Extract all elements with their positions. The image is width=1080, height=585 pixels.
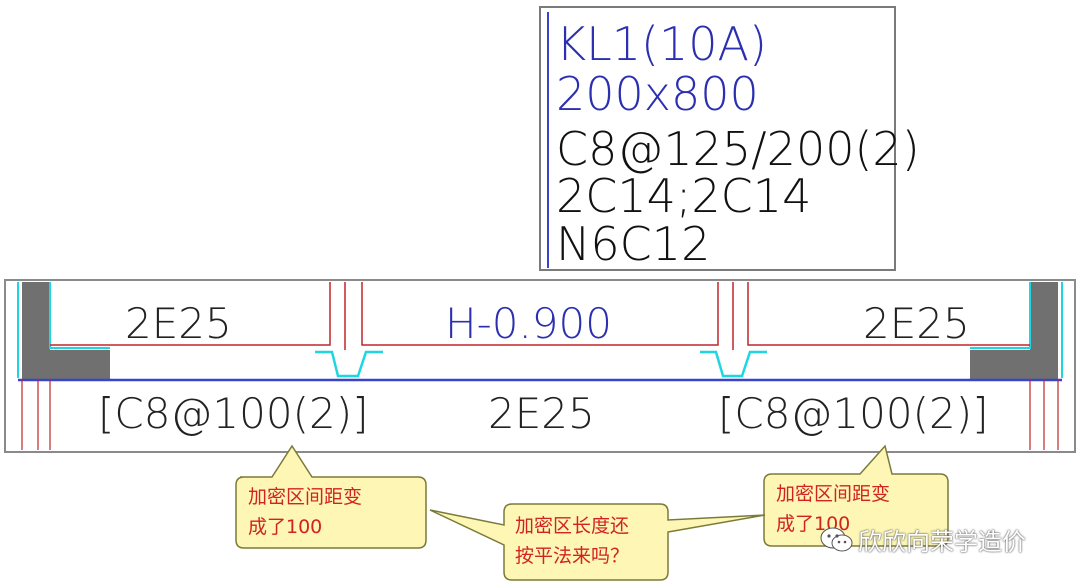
slab-right-segment xyxy=(747,282,1030,346)
annotation-line-4: 2C14;2C14 xyxy=(556,169,811,223)
center-callout xyxy=(429,503,766,581)
slab-left-segment xyxy=(50,282,331,346)
right-callout-bubble xyxy=(763,444,949,547)
beam-elevation-drawing: 2E25 H-0.900 2E25 [C8@100(2)] 2E25 [C8@1… xyxy=(4,279,1076,453)
right-column-outline xyxy=(970,282,1031,349)
center-callout-bubble xyxy=(429,503,766,581)
right-column-foot xyxy=(970,350,1058,380)
left-callout-text-1: 加密区间距变 xyxy=(248,486,363,508)
annotation-box-frame xyxy=(539,6,896,271)
right-callout xyxy=(763,444,949,547)
top-left-rebar-label: 2E25 xyxy=(125,299,232,348)
left-callout-text-2: 成了100 xyxy=(248,516,323,538)
elevation-label: H-0.900 xyxy=(445,299,612,348)
beam-annotation-box: KL1(10A) 200x800 C8@125/200(2) 2C14;2C14… xyxy=(539,6,920,271)
left-column-foot xyxy=(22,350,110,380)
watermark-text: 欣欣向荣学造价 xyxy=(858,528,1026,556)
beam-drawing-frame xyxy=(4,279,1076,453)
center-callout-text-1: 加密区长度还 xyxy=(515,515,630,537)
right-callout-text-1: 加密区间距变 xyxy=(776,483,891,505)
right-stirrup-label: [C8@100(2)] xyxy=(718,389,988,438)
left-callout-bubble xyxy=(235,444,427,549)
center-callout-text-2: 按平法来吗？ xyxy=(515,545,630,567)
left-stirrup-label: [C8@100(2)] xyxy=(98,389,368,438)
right-slab-notch xyxy=(700,350,767,378)
left-callout xyxy=(235,444,427,549)
bottom-rebar-label: 2E25 xyxy=(488,389,595,438)
left-slab-notch xyxy=(315,350,383,378)
watermark: 欣欣向荣学造价 xyxy=(820,522,1026,557)
left-column-outline xyxy=(49,282,110,349)
top-right-rebar-label: 2E25 xyxy=(863,299,970,348)
wechat-icon xyxy=(820,527,853,551)
annotation-line-1: KL1(10A) xyxy=(556,17,767,71)
annotation-line-3: C8@125/200(2) xyxy=(556,122,920,176)
annotation-line-2: 200x800 xyxy=(556,67,759,121)
annotation-line-5: N6C12 xyxy=(556,217,710,271)
slab-center-segment xyxy=(361,282,719,346)
